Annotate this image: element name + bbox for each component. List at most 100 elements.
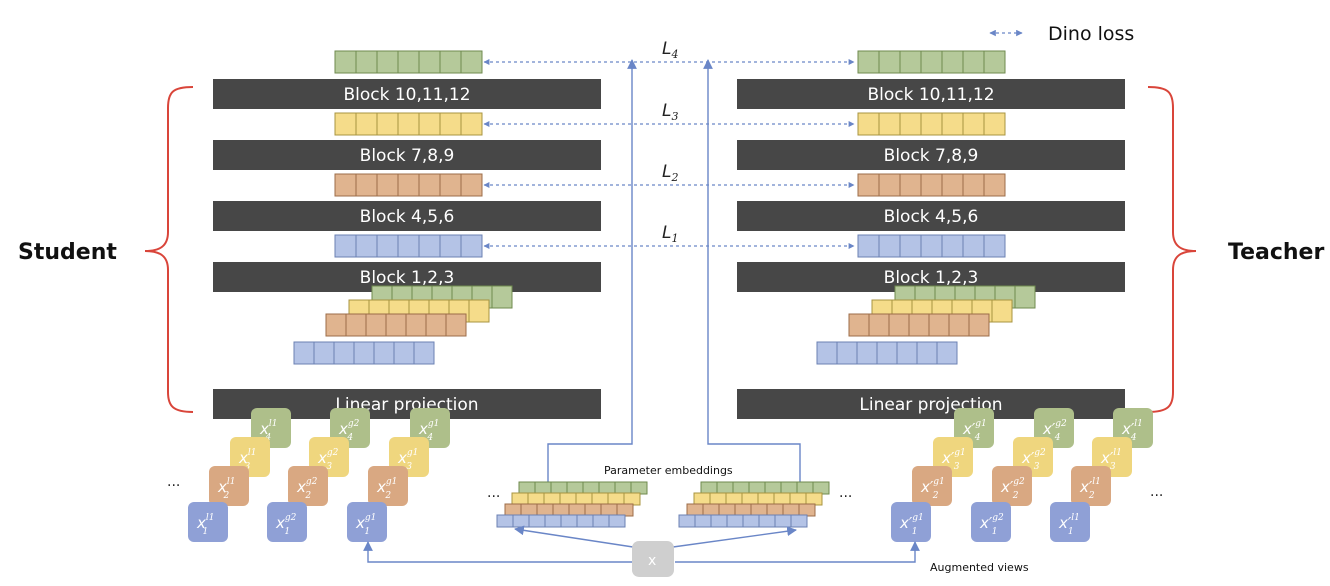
token-cell xyxy=(355,173,378,197)
token-cell xyxy=(393,341,415,365)
token-cell xyxy=(460,173,483,197)
token-cell xyxy=(678,514,696,528)
loss-label-2: L2 xyxy=(662,162,678,184)
teacher-token-row-2 xyxy=(857,173,1006,197)
token-cell xyxy=(550,481,568,495)
token-cell xyxy=(418,50,441,74)
token-cell xyxy=(397,234,420,258)
token-cell xyxy=(439,112,462,136)
token-cell xyxy=(511,492,529,506)
token-cell xyxy=(520,503,538,517)
token-cell xyxy=(693,492,711,506)
token-cell xyxy=(782,503,800,517)
token-cell xyxy=(355,50,378,74)
token-cell xyxy=(725,492,743,506)
student-patch-row xyxy=(325,313,467,337)
arrow-to-student-params xyxy=(514,525,634,548)
token-cell xyxy=(948,313,970,337)
token-cell xyxy=(355,112,378,136)
token-cell xyxy=(313,341,335,365)
token-cell xyxy=(941,112,964,136)
token-cell xyxy=(566,481,584,495)
student-label: Student xyxy=(18,240,117,265)
student-block-3: Block 7,8,9 xyxy=(213,140,601,170)
student-param-flow-arrow xyxy=(547,59,637,482)
teacher-param-flow-arrow xyxy=(703,59,801,482)
token-cell xyxy=(764,481,782,495)
token-cell xyxy=(528,514,546,528)
token-cell xyxy=(418,112,441,136)
teacher-token-row-1 xyxy=(857,234,1006,258)
arrow-to-teacher-views xyxy=(675,541,920,563)
token-cell xyxy=(598,481,616,495)
legend-label: Dino loss xyxy=(1048,23,1134,45)
token-cell xyxy=(345,313,367,337)
token-cell xyxy=(983,173,1006,197)
token-cell xyxy=(896,341,918,365)
token-cell xyxy=(418,234,441,258)
token-cell xyxy=(856,341,878,365)
token-cell xyxy=(700,481,718,495)
teacher-block-label: Block 1,2,3 xyxy=(884,268,979,288)
token-cell xyxy=(962,234,985,258)
token-cell xyxy=(857,112,880,136)
token-cell xyxy=(544,514,562,528)
token-cell xyxy=(425,313,447,337)
token-cell xyxy=(780,481,798,495)
token-cell xyxy=(876,341,898,365)
token-cell xyxy=(928,313,950,337)
token-cell xyxy=(766,503,784,517)
token-cell xyxy=(878,173,901,197)
token-cell xyxy=(536,503,554,517)
teacher-patch-row xyxy=(816,341,958,365)
student-param-row xyxy=(511,492,641,506)
token-cell xyxy=(790,514,808,528)
teacher-block-label: Block 10,11,12 xyxy=(867,85,994,105)
token-cell xyxy=(709,492,727,506)
teacher-param-row xyxy=(693,492,823,506)
token-cell xyxy=(941,173,964,197)
teacher-token-row-3 xyxy=(857,112,1006,136)
token-cell xyxy=(397,173,420,197)
token-cell xyxy=(527,492,545,506)
token-cell xyxy=(334,173,357,197)
token-cell xyxy=(773,492,791,506)
token-cell xyxy=(789,492,807,506)
token-cell xyxy=(518,481,536,495)
token-cell xyxy=(512,514,530,528)
token-cell xyxy=(920,173,943,197)
student-block-label: Block 4,5,6 xyxy=(360,207,455,227)
token-cell xyxy=(576,514,594,528)
loss-label-3: L3 xyxy=(662,101,678,123)
token-cell xyxy=(376,112,399,136)
token-cell xyxy=(445,313,467,337)
token-cell xyxy=(962,112,985,136)
token-cell xyxy=(559,492,577,506)
token-cell xyxy=(757,492,775,506)
token-cell xyxy=(702,503,720,517)
student-param-row xyxy=(496,514,626,528)
parameter-embeddings xyxy=(496,481,830,528)
student-block-label: Block 1,2,3 xyxy=(360,268,455,288)
teacher-block-2: Block 4,5,6 xyxy=(737,201,1125,231)
token-cell xyxy=(888,313,910,337)
token-cell xyxy=(460,112,483,136)
student-views-ellipsis: ... xyxy=(167,474,180,490)
arrow-to-teacher-params xyxy=(672,526,797,548)
student-block-2: Block 4,5,6 xyxy=(213,201,601,231)
student-token-row-1 xyxy=(334,234,483,258)
token-cell xyxy=(686,503,704,517)
token-cell xyxy=(439,50,462,74)
token-cell xyxy=(1014,285,1036,309)
parameter-embeddings-label: Parameter embeddings xyxy=(604,464,733,477)
teacher-block-3: Block 7,8,9 xyxy=(737,140,1125,170)
input-x-label: x xyxy=(648,553,656,569)
student-token-row-3 xyxy=(334,112,483,136)
input-x-node: x xyxy=(632,541,674,577)
